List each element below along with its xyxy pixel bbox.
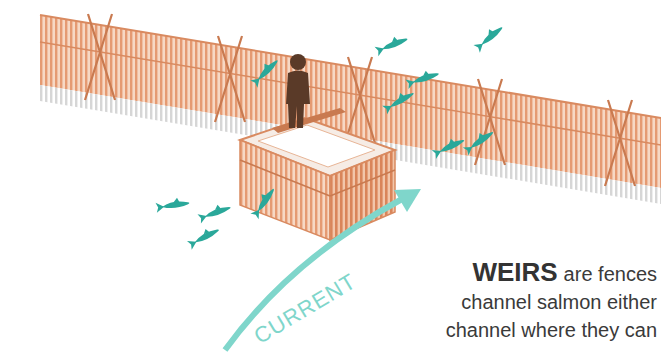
text-line: WEIRS are fences: [446, 258, 657, 288]
current-label: CURRENT: [249, 268, 361, 349]
salmon-fish: [155, 22, 505, 250]
description-text: WEIRS are fences channel salmon either ch…: [446, 258, 657, 344]
tripod-frames: [85, 14, 635, 186]
body-text: channel salmon either: [461, 291, 657, 313]
fisher-figure: [286, 54, 310, 128]
text-line: channel salmon either: [446, 288, 657, 316]
heading-word: WEIRS: [472, 257, 557, 287]
current-arrow: [225, 189, 421, 350]
text-line: channel where they can: [446, 316, 657, 344]
fish-trap: [240, 108, 395, 240]
body-text: are fences: [564, 263, 657, 285]
body-text: channel where they can: [446, 319, 657, 341]
